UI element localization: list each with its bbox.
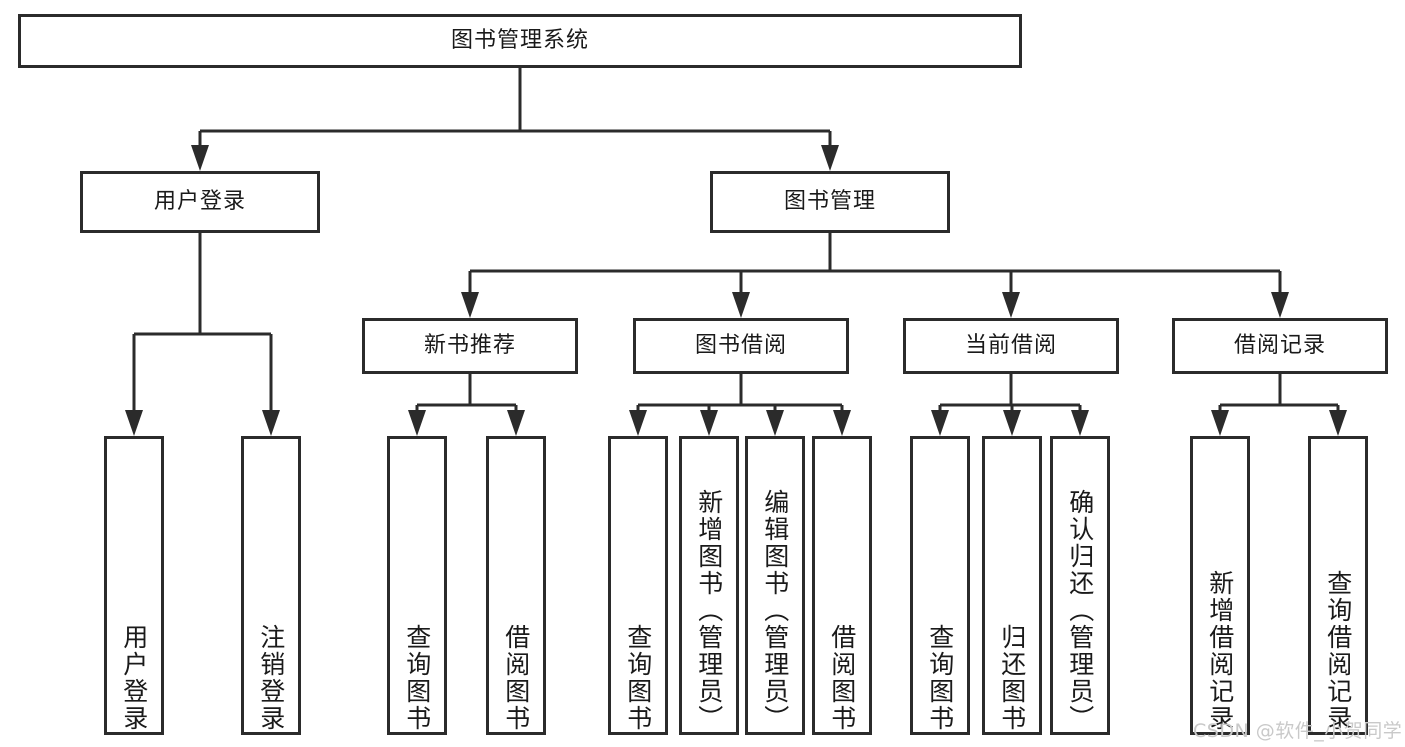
node-label-leaf-query-3: 查询图书 (925, 624, 955, 732)
arrow-head (1271, 292, 1289, 318)
arrow-head (125, 410, 143, 436)
node-leaf-logout[interactable]: 注销登录 (241, 436, 301, 735)
node-label-leaf-return: 归还图书 (997, 624, 1027, 732)
arrow-head (1071, 410, 1089, 436)
node-leaf-edit-book[interactable]: 编辑图书（管理员） (745, 436, 805, 735)
node-label-root: 图书管理系统 (450, 27, 589, 53)
arrow-head (1329, 410, 1347, 436)
node-leaf-add-book[interactable]: 新增图书（管理员） (679, 436, 739, 735)
node-label-leaf-user-login: 用户登录 (119, 624, 149, 732)
node-label-leaf-qry-record: 查询借阅记录 (1323, 570, 1353, 732)
node-user-login[interactable]: 用户登录 (80, 171, 320, 233)
node-label-leaf-logout: 注销登录 (256, 624, 286, 732)
node-new-book-rec[interactable]: 新书推荐 (362, 318, 578, 374)
node-label-leaf-query-2: 查询图书 (623, 624, 653, 732)
node-label-user-login: 用户登录 (153, 188, 246, 214)
node-label-leaf-add-book: 新增图书（管理员） (694, 489, 724, 732)
arrow-head (821, 145, 839, 171)
node-leaf-qry-record[interactable]: 查询借阅记录 (1308, 436, 1368, 735)
node-label-current-borrow: 当前借阅 (964, 332, 1057, 358)
node-label-leaf-add-record: 新增借阅记录 (1205, 570, 1235, 732)
arrow-head (408, 410, 426, 436)
node-label-leaf-borrow-2: 借阅图书 (827, 624, 857, 732)
arrow-head (766, 410, 784, 436)
node-book-borrow[interactable]: 图书借阅 (633, 318, 849, 374)
node-current-borrow[interactable]: 当前借阅 (903, 318, 1119, 374)
arrow-head (700, 410, 718, 436)
node-leaf-add-record[interactable]: 新增借阅记录 (1190, 436, 1250, 735)
arrow-head (461, 292, 479, 318)
node-leaf-query-3[interactable]: 查询图书 (910, 436, 970, 735)
node-leaf-query-1[interactable]: 查询图书 (387, 436, 447, 735)
node-leaf-user-login[interactable]: 用户登录 (104, 436, 164, 735)
node-borrow-record[interactable]: 借阅记录 (1172, 318, 1388, 374)
arrow-head (1002, 292, 1020, 318)
node-label-borrow-record: 借阅记录 (1233, 332, 1326, 358)
watermark-label: CSDN @软件_小贺同学 (1193, 720, 1403, 742)
node-root[interactable]: 图书管理系统 (18, 14, 1022, 68)
arrow-head (732, 292, 750, 318)
node-leaf-return[interactable]: 归还图书 (982, 436, 1042, 735)
arrow-head (931, 410, 949, 436)
node-leaf-query-2[interactable]: 查询图书 (608, 436, 668, 735)
arrow-head (1211, 410, 1229, 436)
node-leaf-borrow-1[interactable]: 借阅图书 (486, 436, 546, 735)
node-label-book-borrow: 图书借阅 (694, 332, 787, 358)
arrow-head (629, 410, 647, 436)
node-leaf-borrow-2[interactable]: 借阅图书 (812, 436, 872, 735)
node-label-leaf-query-1: 查询图书 (402, 624, 432, 732)
node-label-leaf-borrow-1: 借阅图书 (501, 624, 531, 732)
node-leaf-confirm[interactable]: 确认归还（管理员） (1050, 436, 1110, 735)
arrow-head (1003, 410, 1021, 436)
arrow-head (507, 410, 525, 436)
node-label-new-book-rec: 新书推荐 (423, 332, 516, 358)
arrow-head (833, 410, 851, 436)
node-label-leaf-edit-book: 编辑图书（管理员） (760, 489, 790, 732)
arrow-head (191, 145, 209, 171)
node-book-manage[interactable]: 图书管理 (710, 171, 950, 233)
node-label-leaf-confirm: 确认归还（管理员） (1065, 489, 1095, 732)
node-label-book-manage: 图书管理 (783, 188, 876, 214)
arrow-head (262, 410, 280, 436)
